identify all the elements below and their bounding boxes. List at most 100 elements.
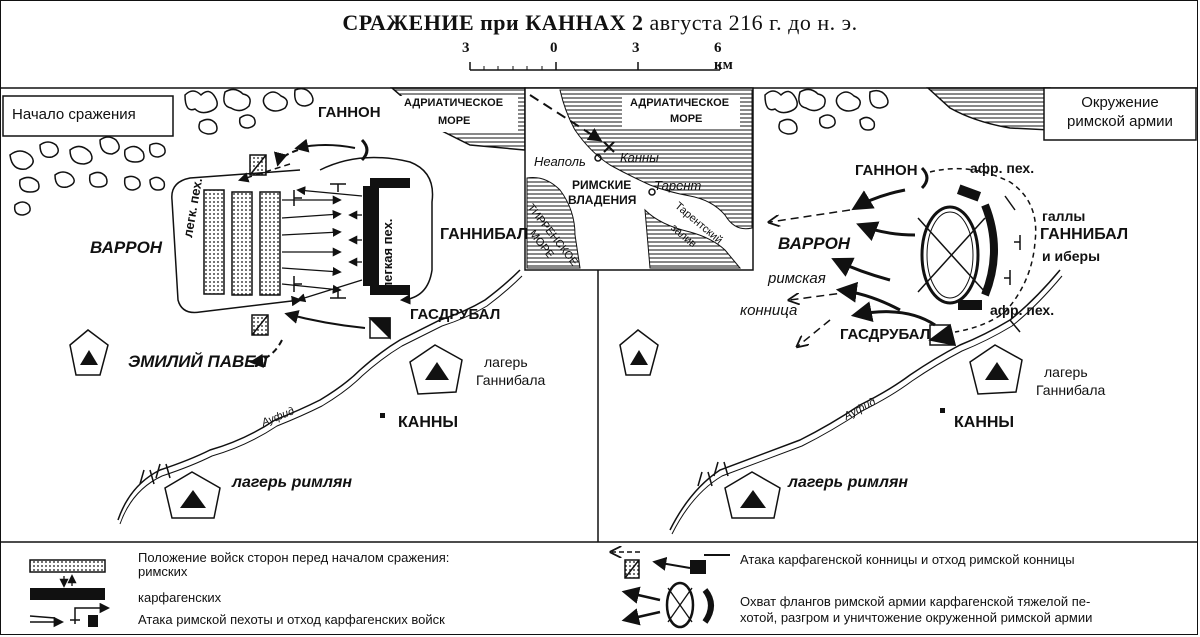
right-varron-label: ВАРРОН	[778, 234, 851, 253]
right-kanny-dot	[940, 408, 945, 413]
encircled-roman-army	[920, 205, 980, 305]
map-title: СРАЖЕНИЕ при КАННАХ 2 августа 216 г. до …	[0, 10, 1200, 36]
left-camp-romans-label: лагерь римлян	[232, 474, 353, 491]
legend-positions-2: римских	[138, 564, 188, 579]
right-camp-gannibal-2: Ганнибала	[1036, 382, 1106, 398]
inset-hannibal-route	[529, 94, 603, 142]
right-t-markers	[1004, 195, 1021, 333]
right-adriatic	[926, 87, 1051, 131]
left-gannibal-label: ГАННИБАЛ	[440, 226, 529, 243]
title-month: августа 216	[649, 10, 764, 35]
left-camp-gannibal-1: лагерь	[484, 354, 528, 370]
inset-tyrrhenian	[526, 177, 581, 269]
inset-kanny: Канны	[620, 150, 659, 165]
left-kanny-dot	[380, 413, 385, 418]
right-ibery: и иберы	[1042, 248, 1101, 264]
legend-roman-symbol	[29, 559, 106, 573]
left-sea-label-1: АДРИАТИЧЕСКОЕ	[404, 97, 504, 109]
right-roman-camp	[724, 471, 781, 519]
inset-neapol: Неаполь	[534, 154, 586, 169]
left-cavalry-arrows	[249, 138, 366, 368]
legend-infantry-attack-symbol	[29, 602, 111, 628]
right-roman-cav-1: римская	[768, 270, 826, 287]
scale-label-3-left: 3	[462, 40, 470, 56]
right-roman-small-camp	[619, 329, 659, 376]
carthage-top-bar	[370, 178, 410, 188]
left-emily-label: ЭМИЛИЙ ПАВЕЛ	[128, 352, 268, 371]
right-gally: галлы	[1042, 208, 1086, 224]
afr-inf-top-block	[956, 184, 982, 202]
roman-attack-arrows	[281, 195, 342, 294]
left-envelop-arrows	[171, 156, 434, 314]
scale-label-0: 0	[550, 40, 558, 56]
left-river	[117, 269, 521, 521]
carthage-center	[363, 186, 379, 286]
legend-positions-1: Положение войск сторон перед началом сра…	[138, 550, 450, 565]
inset-sea-1: АДРИАТИЧЕСКОЕ	[630, 97, 730, 109]
left-sea-label-bg	[400, 96, 518, 132]
scale-ticks	[469, 62, 721, 71]
left-hills	[9, 87, 314, 216]
right-afr-bottom: афр. пех.	[990, 302, 1055, 318]
left-gannon-label: ГАННОН	[318, 104, 381, 121]
legend-envelop-1: Охват флангов римской армии карфагенской…	[740, 594, 1091, 609]
right-gasdrubal-label: ГАСДРУБАЛ	[840, 326, 931, 343]
right-river	[669, 269, 1061, 531]
afr-inf-bottom-block	[958, 300, 982, 310]
roman-line-3	[259, 191, 281, 296]
right-roman-cavalry-retreat	[770, 209, 851, 346]
gauls-iberians-line	[981, 203, 998, 297]
right-gannon-label: ГАННОН	[855, 162, 918, 179]
legend-carthage-symbol	[30, 588, 105, 600]
carthage-cavalry-bottom	[368, 317, 391, 340]
right-gannibal-label: ГАННИБАЛ	[1040, 226, 1129, 243]
encirclement-cross	[917, 217, 986, 293]
legend-carthaginian: карфагенских	[138, 590, 222, 605]
right-camp-gannibal-1: лагерь	[1044, 364, 1088, 380]
right-river-bank	[671, 275, 1063, 535]
left-heading-box	[2, 95, 174, 137]
legend-cavalry-attack: Атака карфагенской конницы и отход римск…	[740, 552, 1075, 567]
scale-label-6km: 6 км	[714, 40, 733, 73]
left-t-markers	[293, 183, 346, 299]
inset-gulf	[644, 208, 742, 269]
legend-cavalry-attack-symbol	[612, 552, 730, 579]
right-hills	[764, 88, 889, 135]
title-tail: г. до н. э.	[769, 10, 858, 35]
legend-up-down-arrows	[59, 574, 77, 588]
roman-line-1	[203, 189, 225, 295]
left-river-bank	[119, 275, 523, 525]
legend-envelop-2: хотой, разгром и уничтожение окруженной …	[740, 610, 1093, 625]
right-river-bridges	[697, 461, 729, 487]
right-camp-romans-label: лагерь римлян	[788, 474, 909, 491]
inset-sea-2: МОРЕ	[670, 113, 703, 125]
left-kanny-label: КАННЫ	[398, 414, 459, 431]
right-gannibal-camp	[969, 344, 1023, 395]
legend-envelopment-symbol	[621, 581, 714, 629]
right-gannon-cavalry	[920, 166, 929, 190]
left-varron-label: ВАРРОН	[90, 238, 163, 257]
right-roman-cav-2: конница	[740, 302, 798, 319]
left-heading: Начало сражения	[12, 106, 136, 123]
inset-tarent: Тарент	[654, 178, 702, 193]
scale-bar: 3 0 3 6 км	[458, 40, 738, 80]
right-heading-1: Окружение	[1081, 94, 1159, 111]
scale-label-3-right: 3	[632, 40, 640, 56]
left-roman-small-camp	[69, 329, 109, 376]
carthage-bottom-bar	[370, 285, 410, 295]
right-kanny-label: КАННЫ	[954, 414, 1015, 431]
left-sea-label-2: МОРЕ	[438, 115, 471, 127]
right-attack-arrows	[831, 188, 936, 327]
roman-line-2	[231, 191, 253, 296]
left-river-bridges	[139, 463, 171, 485]
left-gannibal-camp	[409, 344, 463, 395]
left-camp-gannibal-2: Ганнибала	[476, 372, 546, 388]
right-heading-box	[1043, 87, 1197, 141]
inset-roman-1: РИМСКИЕ	[572, 178, 632, 192]
left-gasdrubal-label: ГАСДРУБАЛ	[410, 306, 501, 323]
legend-infantry-attack: Атака римской пехоты и отход карфагенски…	[138, 612, 445, 627]
left-roman-camp	[164, 471, 221, 519]
right-heading-2: римской армии	[1067, 113, 1173, 130]
